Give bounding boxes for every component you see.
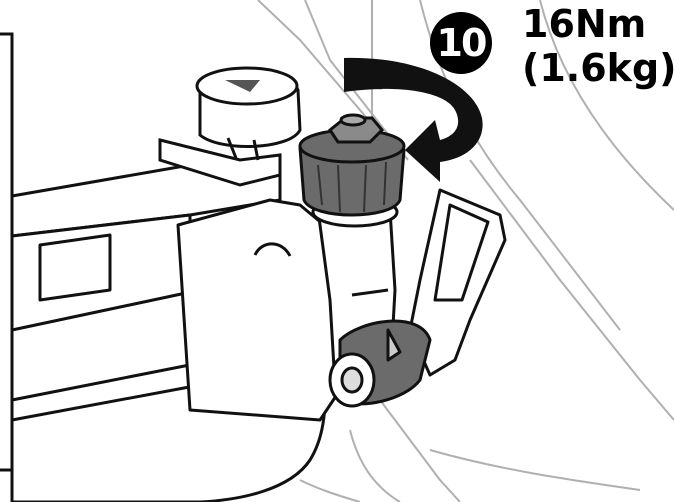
clockwise-arrow-icon [344, 57, 483, 182]
torque-value: 16Nm [522, 2, 647, 46]
bracket-plate [176, 198, 342, 422]
gray-knob [298, 113, 406, 217]
clamp-lever [328, 188, 507, 408]
step-number-badge: 10 [430, 12, 492, 74]
white-knob [158, 66, 302, 187]
step-number: 10 [436, 21, 488, 65]
background-outline-lines [257, 0, 674, 502]
torque-spec: 16Nm (1.6kg) [522, 2, 674, 90]
left-frame-edge [0, 32, 14, 472]
torque-weight: (1.6kg) [522, 46, 674, 90]
